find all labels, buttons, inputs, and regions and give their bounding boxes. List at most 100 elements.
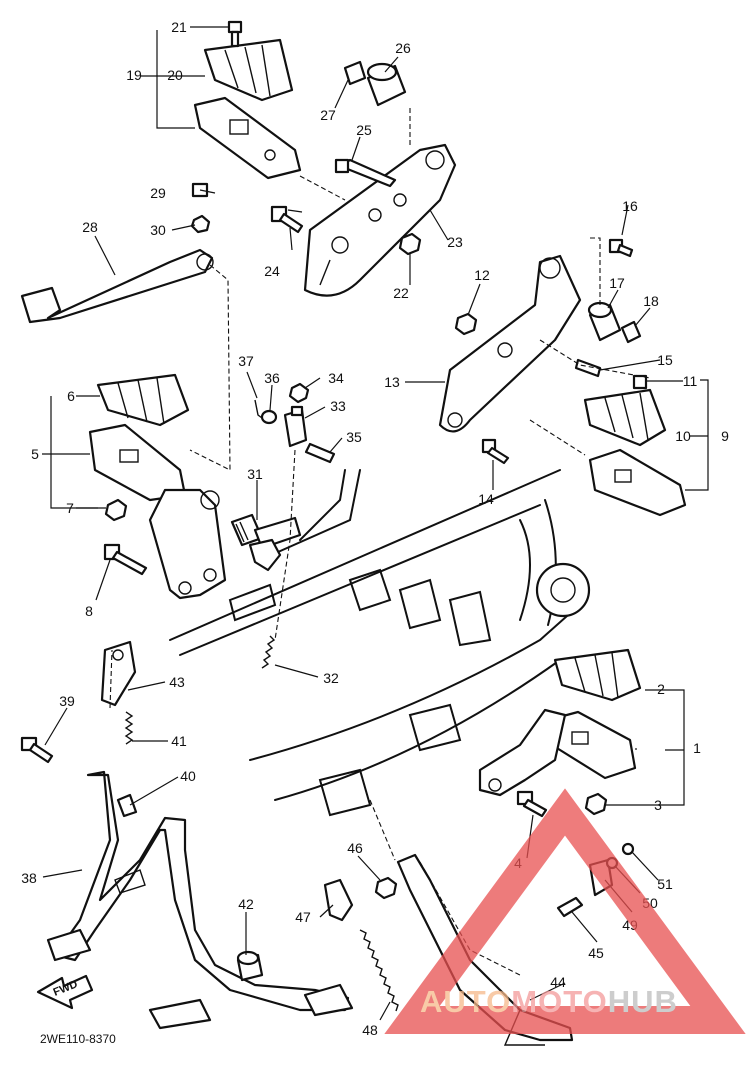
- bolt-35: [304, 442, 336, 464]
- callout-3: 3: [654, 797, 662, 813]
- frame-tubes: [169, 469, 591, 817]
- callout-47: 47: [295, 909, 311, 925]
- footrest-5: [88, 423, 187, 502]
- bolt-14: [481, 438, 510, 465]
- collar-17: [587, 301, 622, 342]
- callout-28: 28: [82, 219, 98, 235]
- bolt-45: [556, 896, 584, 918]
- footrest-bracket-left: [148, 488, 227, 600]
- callout-21: 21: [171, 19, 187, 35]
- callout-42: 42: [238, 896, 254, 912]
- spring-41: [124, 711, 134, 745]
- callout-27: 27: [320, 107, 336, 123]
- bolt-4: [516, 790, 548, 818]
- footrest-9: [588, 448, 687, 517]
- part-code: 2WE110-8370: [40, 1032, 116, 1046]
- callout-51: 51: [657, 876, 673, 892]
- bracket-33: [283, 405, 308, 448]
- washer-36: [260, 409, 278, 425]
- nut-34: [288, 382, 310, 404]
- bolt-24: [270, 205, 304, 234]
- callout-44: 44: [550, 974, 566, 990]
- callout-37: 37: [238, 353, 254, 369]
- footrest-19: [193, 96, 302, 180]
- watermark-auto: AUTO: [420, 984, 511, 1019]
- callout-11: 11: [683, 373, 698, 389]
- bolt-11: [632, 374, 648, 390]
- callout-35: 35: [346, 429, 362, 445]
- callout-24: 24: [264, 263, 280, 279]
- watermark-moto: MOTO: [511, 984, 607, 1019]
- main-stand-38: [46, 770, 354, 1030]
- spring-48: [359, 929, 399, 1012]
- callout-25: 25: [356, 122, 372, 138]
- callout-32: 32: [323, 670, 339, 686]
- footrest-rubber-6: [96, 373, 190, 427]
- watermark-hub: HUB: [608, 984, 678, 1019]
- callout-48: 48: [362, 1022, 378, 1038]
- bracket-43: [100, 640, 137, 707]
- callout-2: 2: [657, 681, 665, 697]
- footrest-rubber-10: [583, 388, 667, 447]
- callout-10: 10: [675, 428, 691, 444]
- screw-21: [227, 20, 243, 48]
- bracket-47: [323, 878, 354, 922]
- washer-51: [621, 842, 635, 856]
- nut-12: [454, 312, 478, 336]
- bolt-25: [334, 158, 397, 188]
- watermark-text: AUTOMOTOHUB: [420, 984, 678, 1019]
- callout-8: 8: [85, 603, 93, 619]
- bolt-7: [104, 498, 128, 522]
- callout-43: 43: [169, 674, 185, 690]
- callout-23: 23: [447, 234, 463, 250]
- callout-22: 22: [393, 285, 409, 301]
- callout-34: 34: [328, 370, 344, 386]
- footrest-bracket-13: [438, 254, 582, 433]
- bolt-39: [20, 736, 54, 764]
- callout-31: 31: [247, 466, 263, 482]
- bolt-16: [608, 238, 634, 258]
- watermark-logo: AUTOMOTOHUB: [384, 788, 746, 1034]
- lever-piece: [248, 538, 282, 572]
- callout-41: 41: [171, 733, 187, 749]
- nut-30: [190, 214, 211, 234]
- callout-19: 19: [126, 67, 142, 83]
- callout-9: 9: [721, 428, 729, 444]
- callout-36: 36: [264, 370, 280, 386]
- bolt-8: [103, 543, 148, 576]
- footrest-bracket-23: [303, 143, 457, 297]
- callout-29: 29: [150, 185, 166, 201]
- pin-37: [254, 399, 263, 419]
- assembly-dashed-lines: [109, 108, 651, 976]
- callout-1: 1: [693, 740, 701, 756]
- callout-12: 12: [474, 267, 490, 283]
- bushing-40: [116, 793, 138, 818]
- nut-3: [584, 792, 608, 816]
- footrest-rubber-2: [553, 648, 642, 702]
- stopper-42: [236, 950, 264, 982]
- watermark-triangle-icon: [384, 788, 746, 1034]
- callout-15: 15: [657, 352, 673, 368]
- footrest-rubber-20: [203, 38, 294, 102]
- callout-39: 39: [59, 693, 75, 709]
- bushing-18: [620, 320, 642, 344]
- callout-26: 26: [395, 40, 411, 56]
- callout-38: 38: [21, 870, 37, 886]
- spring-32: [261, 635, 276, 669]
- shift-pedal-28: [20, 248, 214, 324]
- callout-7: 7: [66, 500, 74, 516]
- callout-20: 20: [167, 67, 183, 83]
- bushing-27: [343, 60, 367, 86]
- callout-6: 6: [67, 388, 75, 404]
- nut-46: [374, 876, 398, 900]
- callout-30: 30: [150, 222, 166, 238]
- callout-18: 18: [643, 293, 659, 309]
- fwd-arrow-icon: FWD: [36, 974, 94, 1010]
- nut-22: [398, 232, 422, 256]
- callout-5: 5: [31, 446, 39, 462]
- bolt-15: [574, 358, 602, 378]
- callout-46: 46: [347, 840, 363, 856]
- callout-40: 40: [180, 768, 196, 784]
